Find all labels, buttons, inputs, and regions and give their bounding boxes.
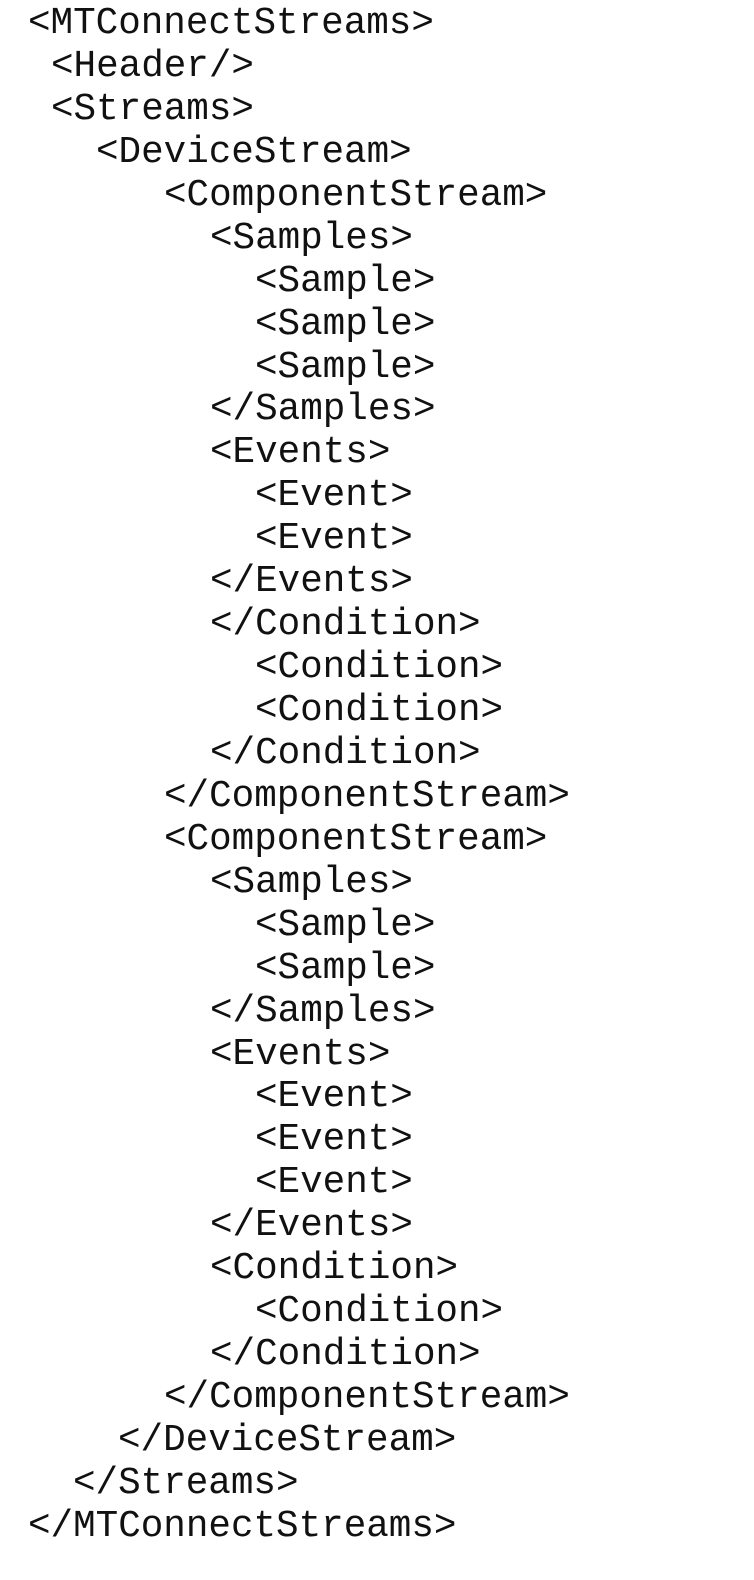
xml-line-devicestream-close: </DeviceStream> — [118, 1419, 457, 1462]
xml-line-componentstream-close: </ComponentStream> — [164, 775, 570, 818]
xml-line-samples-close: </Samples> — [210, 389, 436, 432]
xml-line-events-open: <Events> — [210, 1033, 391, 1076]
xml-line-header: <Header/> — [51, 45, 254, 88]
xml-line-event: <Event> — [255, 475, 413, 518]
xml-line-condition-close: </Condition> — [210, 732, 481, 775]
xml-code-block: <MTConnectStreams> <Header/> <Streams> <… — [0, 3, 754, 1549]
xml-line-componentstream-open: <ComponentStream> — [164, 174, 548, 217]
xml-line-event: <Event> — [255, 518, 413, 561]
xml-line-event: <Event> — [255, 1162, 413, 1205]
xml-line-condition: <Condition> — [255, 647, 504, 690]
xml-line-mtconnectstreams-close: </MTConnectStreams> — [28, 1505, 457, 1548]
xml-line-sample: <Sample> — [255, 346, 436, 389]
xml-line-events-close: </Events> — [210, 561, 413, 604]
xml-line-sample: <Sample> — [255, 904, 436, 947]
xml-line-event: <Event> — [255, 1119, 413, 1162]
xml-line-streams-open: <Streams> — [51, 88, 254, 131]
xml-line-condition: <Condition> — [255, 1291, 504, 1334]
xml-line-samples-close: </Samples> — [210, 990, 436, 1033]
xml-line-componentstream-open: <ComponentStream> — [164, 818, 548, 861]
xml-line-devicestream-open: <DeviceStream> — [96, 131, 412, 174]
xml-line-condition-open: <Condition> — [210, 1248, 459, 1291]
xml-line-sample: <Sample> — [255, 303, 436, 346]
xml-line-condition-close: </Condition> — [210, 1334, 481, 1377]
xml-line-mtconnectstreams-open: <MTConnectStreams> — [28, 3, 434, 45]
xml-line-condition-close: </Condition> — [210, 604, 481, 647]
xml-line-streams-close: </Streams> — [73, 1462, 299, 1505]
xml-line-componentstream-close: </ComponentStream> — [164, 1377, 570, 1419]
xml-line-events-close: </Events> — [210, 1205, 413, 1248]
xml-line-sample: <Sample> — [255, 947, 436, 990]
xml-line-events-open: <Events> — [210, 432, 391, 475]
xml-line-samples-open: <Samples> — [210, 217, 413, 260]
xml-line-sample: <Sample> — [255, 260, 436, 303]
xml-line-event: <Event> — [255, 1076, 413, 1119]
xml-line-samples-open: <Samples> — [210, 861, 413, 904]
xml-line-condition: <Condition> — [255, 690, 504, 732]
